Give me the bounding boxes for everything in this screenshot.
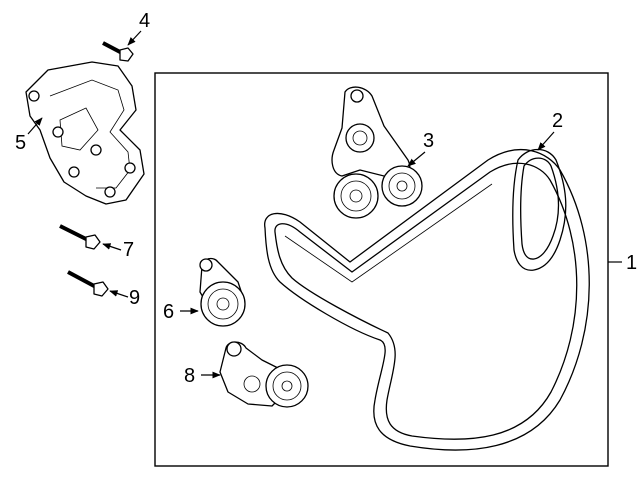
callout-8: 8 xyxy=(184,365,195,387)
leader-line-5 xyxy=(27,117,43,135)
leader-line-7 xyxy=(102,243,122,251)
leader-line-4 xyxy=(127,30,142,46)
callout-2: 2 xyxy=(552,110,563,132)
leader-line-3 xyxy=(407,151,426,167)
callout-5: 5 xyxy=(15,132,26,154)
bolt-part-4[interactable] xyxy=(102,41,134,62)
bolt-part-9[interactable] xyxy=(67,270,109,297)
tensioner-part-8[interactable] xyxy=(219,341,309,408)
leader-line-2 xyxy=(537,131,555,151)
callout-1: 1 xyxy=(626,252,637,274)
mounting-bracket-part-5[interactable] xyxy=(25,61,145,205)
leader-line-9 xyxy=(109,290,129,298)
callout-3: 3 xyxy=(423,130,434,152)
drive-belt-part-2[interactable] xyxy=(512,148,567,271)
drive-belt-part-1[interactable] xyxy=(264,149,590,451)
callout-7: 7 xyxy=(123,239,134,261)
callout-9: 9 xyxy=(129,287,140,309)
bolt-part-7[interactable] xyxy=(59,224,101,250)
callout-4: 4 xyxy=(139,10,150,32)
idler-pulley-part-6[interactable] xyxy=(199,257,246,327)
tensioner-assembly-part-3[interactable] xyxy=(331,86,423,219)
callout-6: 6 xyxy=(163,301,174,323)
assembly-frame xyxy=(154,72,609,467)
